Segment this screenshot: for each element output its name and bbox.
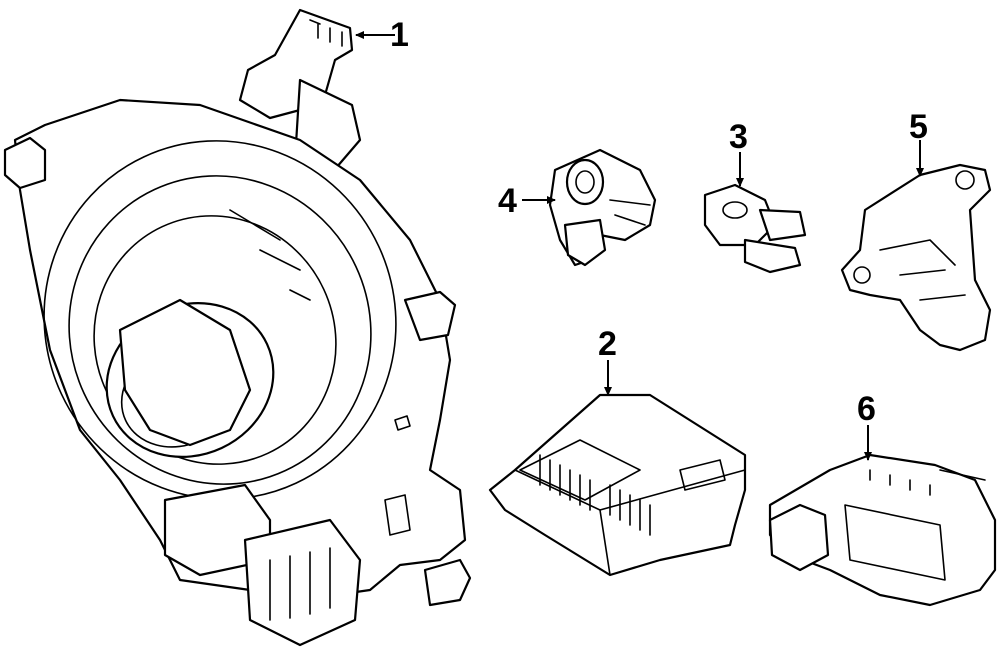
callout-2: 2: [598, 325, 617, 363]
part-6-module: [768, 453, 997, 607]
part-1-clock-spring: [3, 8, 472, 647]
part-4-impact-sensor: [548, 148, 657, 267]
callout-6: 6: [857, 390, 876, 428]
callout-3: 3: [729, 118, 748, 156]
callout-1: 1: [390, 16, 409, 54]
leader-lines: [355, 31, 924, 461]
callout-5: 5: [909, 108, 928, 146]
callout-4: 4: [498, 182, 517, 220]
callout-labels: 1 2 3 4 5 6: [390, 16, 928, 428]
part-2-control-module: [488, 393, 747, 577]
part-5-sensor: [840, 163, 992, 352]
part-3-impact-sensor: [703, 183, 807, 274]
